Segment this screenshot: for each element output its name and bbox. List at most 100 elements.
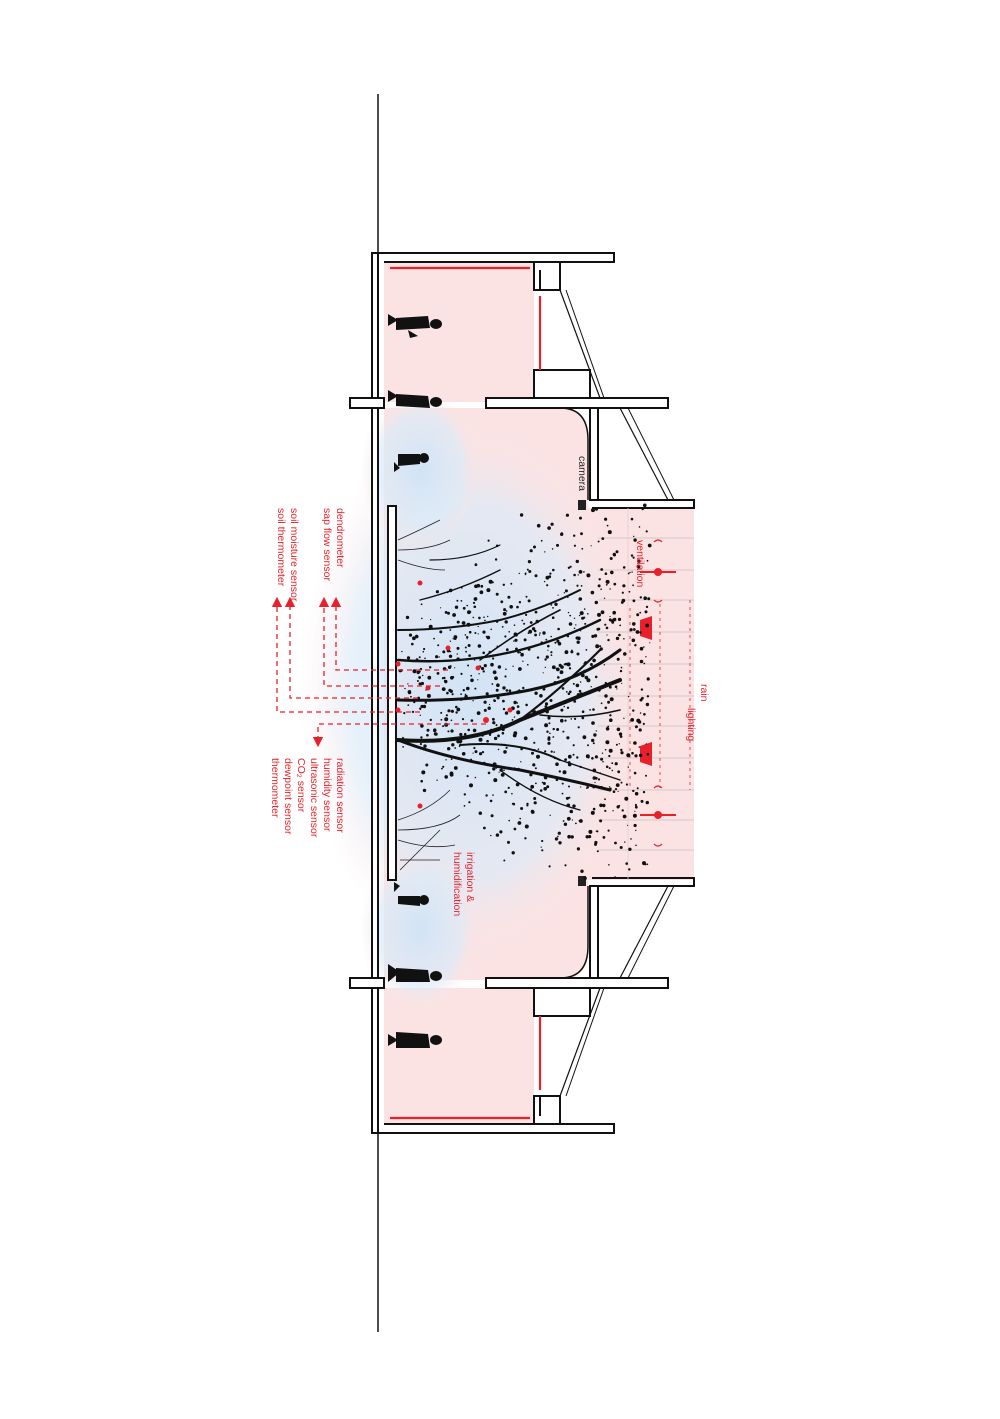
leaf-dot	[507, 786, 510, 790]
leaf-dot	[642, 790, 646, 794]
leaf-dot	[565, 691, 568, 693]
leaf-dot	[486, 588, 491, 593]
leaf-dot	[449, 650, 452, 653]
leaf-dot	[639, 631, 642, 634]
leaf-dot	[600, 588, 602, 590]
sensor-label-radiation: radiation sensor	[334, 758, 346, 833]
leaf-dot	[579, 611, 584, 616]
leaf-dot	[467, 664, 470, 667]
leaf-dot	[525, 595, 528, 598]
leaf-dot	[633, 741, 637, 745]
leaf-dot	[465, 650, 467, 653]
leaf-dot	[599, 803, 603, 808]
leaf-dot	[609, 615, 611, 618]
leaf-dot	[633, 771, 637, 775]
leaf-dot	[638, 746, 641, 748]
leaf-dot	[487, 615, 489, 618]
leaf-dot	[492, 767, 496, 771]
leaf-dot	[516, 705, 520, 708]
leaf-dot	[565, 650, 569, 654]
leaf-dot	[445, 714, 448, 717]
leaf-dot	[614, 841, 617, 845]
leaf-dot	[564, 864, 567, 867]
leaf-dot	[505, 610, 508, 612]
leaf-dot	[564, 589, 568, 593]
leaf-dot	[613, 617, 617, 622]
leaf-dot	[522, 686, 525, 690]
leaf-dot	[422, 674, 424, 677]
leaf-dot	[444, 717, 449, 722]
leaf-dot	[636, 787, 639, 790]
leaf-dot	[636, 564, 641, 569]
leaf-dot	[527, 632, 530, 634]
leaf-dot	[640, 688, 644, 691]
leaf-dot	[478, 811, 482, 815]
leaf-dot	[490, 834, 492, 837]
leaf-dot	[575, 559, 579, 564]
leaf-dot	[543, 580, 546, 583]
leaf-dot	[452, 613, 456, 617]
leaf-dot	[628, 868, 631, 871]
leaf-dot	[418, 682, 422, 686]
leaf-dot	[420, 704, 424, 709]
leaf-dot	[445, 759, 447, 761]
leaf-dot	[453, 766, 458, 770]
leaf-dot	[583, 876, 587, 881]
leaf-dot	[556, 728, 560, 731]
leaf-dot	[503, 750, 507, 754]
leaf-dot	[527, 560, 532, 564]
leaf-dot	[473, 605, 477, 609]
room-fill-bottom	[384, 988, 534, 1124]
leaf-dot	[444, 679, 448, 684]
leaf-dot	[424, 657, 426, 660]
leaf-dot	[530, 784, 535, 789]
leaf-dot	[544, 723, 549, 728]
leaf-dot	[509, 605, 513, 609]
leaf-dot	[439, 630, 443, 634]
leaf-dot	[610, 570, 614, 575]
leaf-dot	[604, 694, 608, 698]
leaf-dot	[422, 650, 425, 653]
leaf-dot	[594, 781, 596, 784]
leaf-dot	[592, 742, 595, 745]
leaf-dot	[454, 667, 456, 669]
leaf-dot	[503, 859, 506, 862]
leaf-dot	[628, 590, 631, 593]
canopy-dots	[398, 503, 652, 881]
leaf-dot	[631, 638, 636, 643]
leaf-dot	[541, 839, 544, 843]
leaf-dot	[581, 716, 585, 720]
leaf-dot	[635, 630, 640, 634]
leaf-dot	[429, 666, 432, 669]
leaf-dot	[544, 750, 547, 753]
leaf-dot	[529, 621, 533, 624]
leaf-dot	[612, 610, 616, 615]
leaf-dot	[540, 846, 542, 848]
leaf-dot	[518, 667, 522, 671]
leaf-dot	[500, 600, 504, 604]
leaf-dot	[545, 638, 548, 641]
leaf-dot	[531, 751, 534, 755]
leaf-dot	[491, 683, 494, 685]
leaf-dot	[485, 692, 489, 696]
leaf-dot	[585, 649, 588, 651]
leaf-dot	[428, 624, 433, 629]
leaf-dot	[615, 636, 620, 641]
leaf-dot	[593, 634, 598, 638]
leaf-dot	[552, 607, 554, 609]
leaf-dot	[635, 844, 637, 847]
leaf-dot	[643, 713, 646, 716]
leaf-dot	[581, 547, 584, 550]
leaf-dot	[481, 666, 485, 671]
leaf-dot	[609, 697, 614, 702]
leaf-dot	[536, 656, 540, 659]
leaf-dot	[516, 710, 521, 715]
leaf-dot	[513, 624, 516, 626]
leaf-dot	[638, 728, 642, 732]
leaf-dot	[502, 699, 505, 703]
leaf-dot	[523, 622, 526, 625]
leaf-dot	[642, 861, 646, 866]
leaf-dot	[433, 732, 438, 736]
leaf-dot	[527, 663, 529, 666]
